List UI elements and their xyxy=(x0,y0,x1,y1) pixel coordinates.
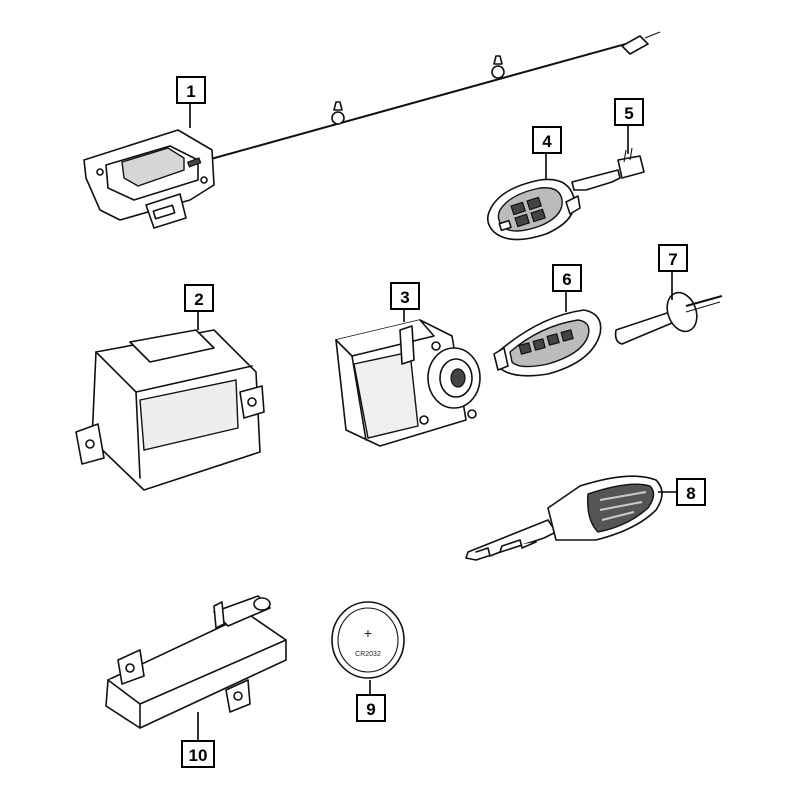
callout-3: 3 xyxy=(390,282,420,310)
battery-label: CR2032 xyxy=(355,651,381,658)
part-7-key-blank xyxy=(614,291,723,345)
callout-8: 8 xyxy=(676,478,706,506)
part-8-transponder-key xyxy=(465,475,663,561)
callout-10: 10 xyxy=(181,740,215,768)
part-4-key-fob xyxy=(486,178,581,241)
callout-7: 7 xyxy=(658,244,688,272)
part-2-control-module xyxy=(75,329,265,491)
part-9-battery: + CR2032 xyxy=(331,601,405,679)
callout-2: 2 xyxy=(184,284,214,312)
part-3-ignition-switch xyxy=(335,319,481,447)
callout-1: 1 xyxy=(176,76,206,104)
battery-plus-symbol: + xyxy=(364,625,372,641)
leader-lines xyxy=(189,104,676,740)
part-10-antenna-bracket xyxy=(105,595,287,729)
callout-6: 6 xyxy=(552,264,582,292)
part-1-module-with-harness xyxy=(83,31,661,229)
part-5-emergency-key xyxy=(571,147,645,191)
part-6-remote-fob xyxy=(493,309,602,377)
callout-9: 9 xyxy=(356,694,386,722)
callout-5: 5 xyxy=(614,98,644,126)
callout-4: 4 xyxy=(532,126,562,154)
